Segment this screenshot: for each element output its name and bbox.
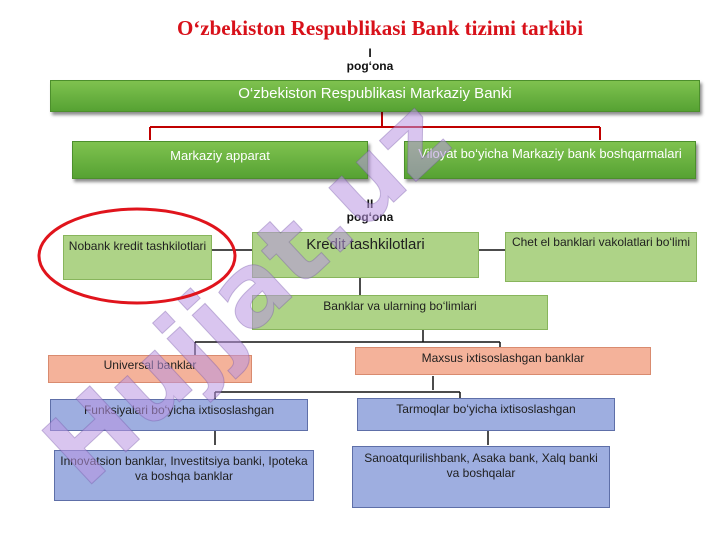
- universal-banks-label: Universal banklar: [103, 358, 197, 372]
- functional-box: Funksiyalari bo‘yicha ixtisoslashgan: [50, 399, 308, 431]
- banks-branches-label: Banklar va ularning bo‘limlari: [323, 299, 477, 313]
- sectoral-box: Tarmoqlar bo‘yicha ixtisoslashgan: [357, 398, 615, 431]
- level-two-word: pog‘ona: [346, 210, 394, 224]
- functional-label: Funksiyalari bo‘yicha ixtisoslashgan: [83, 403, 275, 417]
- banks-branches-box: Banklar va ularning bo‘limlari: [252, 295, 548, 330]
- sectoral-examples-label: Sanoatqurilishbank, Asaka bank, Xalq ban…: [364, 451, 598, 480]
- nonbank-label: Nobank kredit tashkilotlari: [68, 239, 207, 253]
- level-two-label: II pog‘ona: [330, 198, 410, 224]
- specialized-banks-box: Maxsus ixtisoslashgan banklar: [355, 347, 651, 375]
- universal-banks-box: Universal banklar: [48, 355, 252, 383]
- regional-offices-label: Viloyat bo‘yicha Markaziy bank boshqarma…: [418, 146, 682, 161]
- central-apparatus-box: Markaziy apparat: [72, 141, 368, 179]
- page-title: O‘zbekiston Respublikasi Bank tizimi tar…: [176, 16, 584, 40]
- sectoral-label: Tarmoqlar bo‘yicha ixtisoslashgan: [396, 402, 576, 416]
- credit-orgs-label: Kredit tashkilotlari: [306, 236, 425, 253]
- credit-orgs-box: Kredit tashkilotlari: [252, 232, 479, 278]
- regional-offices-box: Viloyat bo‘yicha Markaziy bank boshqarma…: [404, 141, 696, 179]
- sectoral-examples-box: Sanoatqurilishbank, Asaka bank, Xalq ban…: [352, 446, 610, 508]
- functional-examples-box: Innovatsion banklar, Investitsiya banki,…: [54, 450, 314, 501]
- functional-examples-label: Innovatsion banklar, Investitsiya banki,…: [60, 454, 308, 483]
- foreign-reps-box: Chet el banklari vakolatlari bo‘limi: [505, 232, 697, 282]
- level-two-roman: II: [366, 197, 374, 211]
- central-bank-box: O‘zbekiston Respublikasi Markaziy Banki: [50, 80, 700, 112]
- foreign-reps-label: Chet el banklari vakolatlari bo‘limi: [511, 235, 691, 249]
- nonbank-box: Nobank kredit tashkilotlari: [63, 235, 212, 280]
- specialized-banks-label: Maxsus ixtisoslashgan banklar: [421, 351, 585, 365]
- central-bank-label: O‘zbekiston Respublikasi Markaziy Banki: [238, 85, 512, 102]
- central-apparatus-label: Markaziy apparat: [170, 148, 270, 163]
- level-one-label: I pog‘ona: [330, 47, 410, 73]
- level-one-word: pog‘ona: [346, 59, 394, 73]
- level-one-roman: I: [368, 46, 372, 60]
